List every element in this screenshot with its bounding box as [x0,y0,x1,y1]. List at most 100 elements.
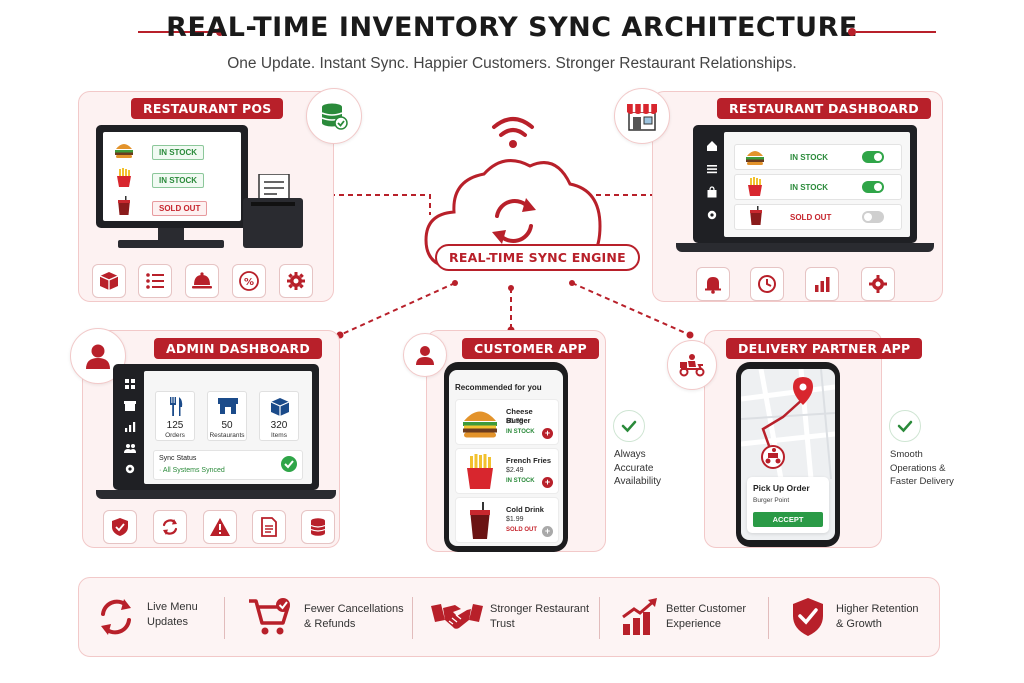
pos-status-burger: IN STOCK [152,145,205,160]
clock-icon [758,275,776,293]
add-fries-button[interactable]: + [542,477,553,488]
settings-icon[interactable] [124,463,136,475]
delivery-side-note-line-2: Operations & [890,462,946,474]
dashboard-toggle-burger[interactable] [862,151,884,163]
benefit-live-menu-line-2: Updates [147,616,188,628]
settings-icon[interactable] [706,209,718,221]
delivery-phone-screen: Pick Up Order Burger Point ACCEPT [741,369,835,540]
database-check-icon [306,88,362,144]
sync-status-value: · All Systems Synced [159,467,225,474]
food-price-fries: $2.49 [506,467,524,474]
title-dot-right [848,28,856,36]
store-icon [614,88,670,144]
cloche-icon [192,272,212,289]
title-dot-left [216,28,224,36]
food-price-drink: $1.99 [506,516,524,523]
benefit-divider [599,597,600,639]
benefit-cancellations-line-2: & Refunds [304,618,356,630]
food-price-burger: $5.99 [506,418,524,425]
restaurant-dashboard-badge: RESTAURANT DASHBOARD [717,98,931,119]
benefit-cancellations-line-1: Fewer Cancellations [304,603,404,615]
sync-engine-label: REAL-TIME SYNC ENGINE [435,244,640,271]
accept-button[interactable]: ACCEPT [753,512,823,527]
food-name-burger: Cheese Burger [506,407,533,425]
benefit-trust: Stronger Restaurant Trust [490,602,589,632]
stat-label-orders: Orders [165,432,185,439]
pos-tool-list[interactable] [138,264,172,298]
admin-dashboard-badge: ADMIN DASHBOARD [154,338,322,359]
dashboard-tool-chart[interactable] [805,267,839,301]
stat-value-orders: 125 [166,420,184,431]
fries-icon [747,177,763,202]
dashboard-toggle-drink[interactable] [862,211,884,223]
admin-tool-document[interactable] [252,510,286,544]
customer-side-note: Always Accurate Availability [614,448,661,489]
delivery-app-badge: DELIVERY PARTNER APP [726,338,923,359]
menu-icon[interactable] [706,163,718,175]
admin-tool-refresh[interactable] [153,510,187,544]
customer-user-icon [403,333,447,377]
delivery-side-note-line-1: Smooth [890,449,923,460]
growth-chart-icon [622,598,657,635]
pos-tool-discount[interactable]: % [232,264,266,298]
delivery-check-icon [889,410,921,442]
customer-phone-screen: Recommended for you Cheese Burger $5.99 … [449,370,563,546]
customer-side-note-line-1: Always [614,449,646,460]
delivery-side-note: Smooth Operations & Faster Delivery [890,448,954,489]
fries-icon [467,454,493,489]
drink-icon [117,196,131,221]
users-icon[interactable] [124,442,136,454]
add-drink-button[interactable]: + [542,526,553,537]
shield-check-icon [793,598,823,636]
burger-icon [114,141,134,163]
stat-value-restaurants: 50 [221,420,233,431]
sync-status-label: Sync Status [159,455,197,462]
food-card-fries[interactable]: French Fries $2.49 IN STOCK + [455,448,559,494]
receipt-printer-icon [243,174,303,248]
accuracy-check-icon [613,410,645,442]
admin-tool-database[interactable] [301,510,335,544]
recommended-heading: Recommended for you [455,383,542,392]
drink-icon [749,206,763,231]
admin-tool-shield[interactable] [103,510,137,544]
pos-tool-cloche[interactable] [185,264,219,298]
pos-status-fries: IN STOCK [152,173,205,188]
pos-tool-box[interactable] [92,264,126,298]
home-icon[interactable] [706,140,718,152]
benefit-live-menu-line-1: Live Menu [147,601,198,613]
dashboard-status-drink: SOLD OUT [790,213,832,222]
store-icon[interactable] [124,400,136,412]
page-subtitle: One Update. Instant Sync. Happier Custom… [227,55,797,72]
document-icon [261,517,277,537]
title-line-left [138,31,218,33]
grid-icon[interactable] [124,378,136,390]
dashboard-tool-clock[interactable] [750,267,784,301]
food-card-drink[interactable]: Cold Drink $1.99 SOLD OUT + [455,497,559,543]
add-burger-button[interactable]: + [542,428,553,439]
store-icon [218,398,238,414]
dashboard-toggle-fries[interactable] [862,181,884,193]
svg-text:%: % [244,277,254,288]
database-icon [310,518,326,536]
pos-tool-gear[interactable] [279,264,313,298]
food-stock-drink: SOLD OUT [506,527,537,533]
bar-chart-icon[interactable] [124,421,136,433]
bar-chart-icon [815,277,830,292]
shield-icon [112,518,128,536]
benefit-live-menu: Live Menu Updates [147,600,198,630]
bag-icon[interactable] [706,186,718,198]
customer-side-note-line-3: Availability [614,476,662,487]
drink-icon [470,502,490,539]
list-icon [146,273,164,289]
pos-status-drink: SOLD OUT [152,201,208,216]
food-name-drink: Cold Drink [506,505,544,514]
bell-icon [705,277,721,294]
restaurant-pos-badge: RESTAURANT POS [131,98,284,119]
admin-tool-warning[interactable] [203,510,237,544]
dashboard-tool-bell[interactable] [696,267,730,301]
dashboard-tool-gear[interactable] [861,267,895,301]
food-card-burger[interactable]: Cheese Burger $5.99 IN STOCK + [455,399,559,445]
cart-check-icon [249,598,290,635]
benefit-retention-line-1: Higher Retention [836,603,919,615]
discount-icon: % [239,271,259,291]
